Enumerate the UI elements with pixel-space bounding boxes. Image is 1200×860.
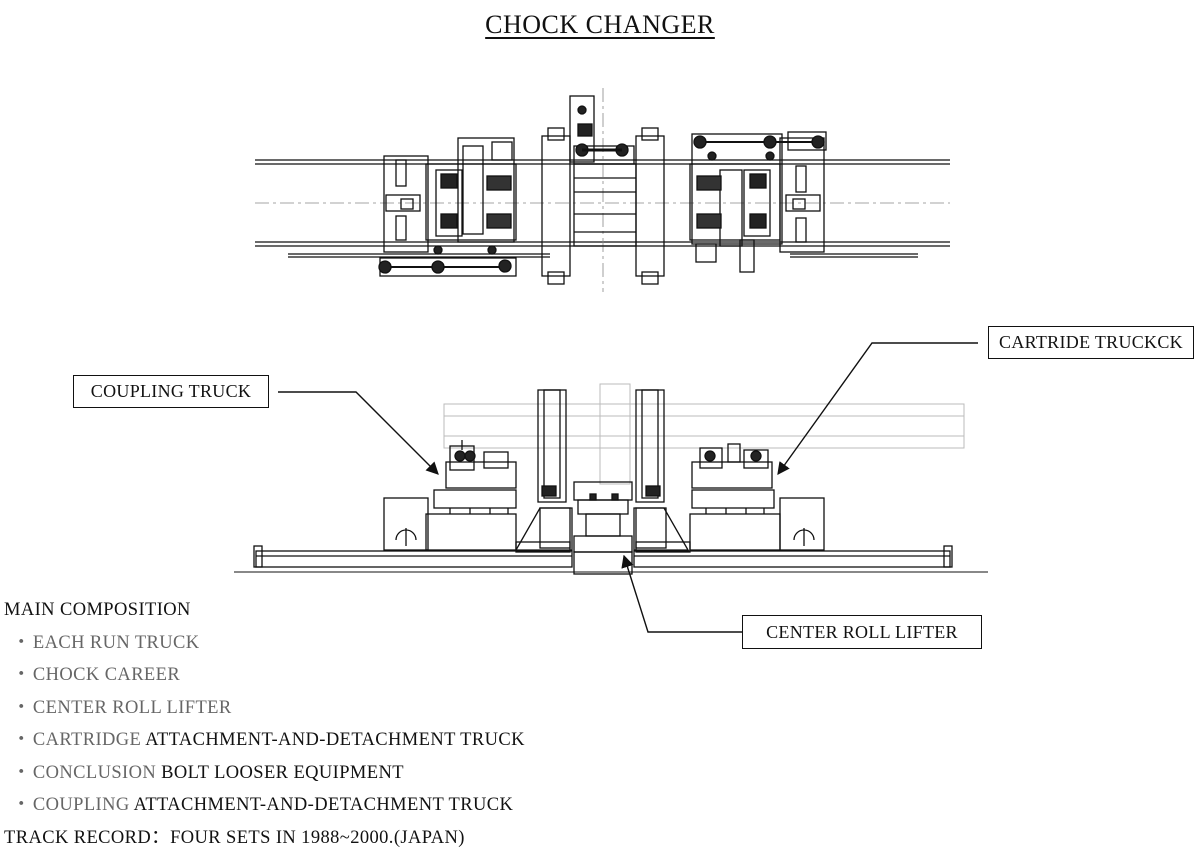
composition-item: ・COUPLING ATTACHMENT-AND-DETACHMENT TRUC… <box>4 791 764 824</box>
bullet: ・ <box>12 730 31 750</box>
track-record: TRACK RECORD：FOUR SETS IN 1988~2000.(JAP… <box>4 827 465 848</box>
composition-item-dark: ATTACHMENT-AND-DETACHMENT TRUCK <box>145 730 525 750</box>
coupling-truck-callout: COUPLING TRUCK <box>73 375 269 408</box>
plan-view <box>255 88 950 292</box>
composition-item-dark: BOLT LOOSER EQUIPMENT <box>161 762 404 783</box>
drawing-title: CHOCK CHANGER <box>0 10 1200 40</box>
composition-item: ・CONCLUSION BOLT LOOSER EQUIPMENT <box>4 759 764 792</box>
drawing-title-text: CHOCK CHANGER <box>485 10 715 39</box>
center-roll-lifter-leader <box>621 554 742 633</box>
coupling-truck-leader <box>278 391 439 475</box>
coupling-truck-label: COUPLING TRUCK <box>90 381 252 401</box>
bullet: ・ <box>12 795 31 815</box>
composition-item: ・CHOCK CAREER <box>4 661 764 694</box>
composition-item-gray: CARTRIDGE <box>32 730 146 750</box>
composition-item-dark: ATTACHMENT-AND-DETACHMENT TRUCK <box>133 795 514 815</box>
elevation-center-frames <box>514 389 690 551</box>
elevation-right-rail <box>633 545 953 568</box>
elevation-view <box>234 383 988 575</box>
elevation-left-rail <box>253 545 573 568</box>
composition-item-gray: CENTER ROLL LIFTER <box>32 697 232 718</box>
composition-item: ・CENTER ROLL LIFTER <box>4 694 764 727</box>
elevation-center-roll-lifter <box>573 481 633 575</box>
composition-item: ・EACH RUN TRUCK <box>4 629 764 662</box>
elevation-cartridge-truck <box>635 443 825 553</box>
leader-lines <box>278 342 978 633</box>
plan-coupling-truck <box>378 137 517 277</box>
main-composition-heading: MAIN COMPOSITION <box>4 600 191 620</box>
main-composition-notes: MAIN COMPOSITION ・EACH RUN TRUCK ・CHOCK … <box>4 596 764 856</box>
plan-cartridge-truck <box>689 131 827 273</box>
center-roll-lifter-callout: CENTER ROLL LIFTER <box>742 615 982 649</box>
composition-item-gray: CHOCK CAREER <box>32 665 181 685</box>
plan-centerlines <box>255 88 950 292</box>
cartridge-truck-callout: CARTRIDE TRUCKCK <box>988 326 1194 359</box>
composition-item-gray: COUPLING <box>32 795 134 815</box>
cartridge-truck-leader <box>777 342 978 476</box>
elevation-coupling-truck <box>383 440 571 553</box>
bullet: ・ <box>12 665 31 685</box>
center-roll-lifter-label: CENTER ROLL LIFTER <box>766 621 958 642</box>
plan-rails <box>255 159 950 258</box>
bullet: ・ <box>12 762 31 783</box>
elevation-ghost-outline <box>443 383 965 485</box>
bullet: ・ <box>12 697 31 718</box>
bullet: ・ <box>12 632 31 653</box>
composition-item-gray: EACH RUN TRUCK <box>32 632 200 653</box>
composition-item-gray: CONCLUSION <box>32 762 162 783</box>
composition-item: ・CARTRIDGE ATTACHMENT-AND-DETACHMENT TRU… <box>4 726 764 759</box>
cartridge-truck-label: CARTRIDE TRUCKCK <box>999 332 1183 352</box>
plan-center-chock <box>541 95 665 285</box>
